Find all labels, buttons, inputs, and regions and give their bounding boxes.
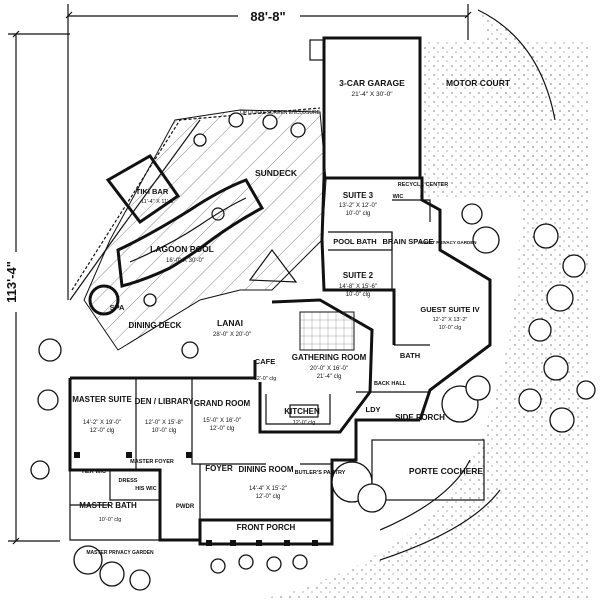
dining-room-size: 14'-4" X 15'-2"	[249, 486, 287, 492]
den-size: 12'-0" X 15'-8"	[145, 420, 183, 426]
motor-court-label: MOTOR COURT	[446, 78, 511, 88]
dining-room-clg: 12'-0" clg	[256, 494, 281, 500]
front-porch-label: FRONT PORCH	[237, 523, 296, 532]
guest-suite-label: GUEST SUITE IV	[420, 305, 479, 314]
her-wic-label: HER WIC	[82, 469, 106, 475]
master-suite-label: MASTER SUITE	[72, 395, 132, 404]
lanai-size: 28'-0" X 20'-0"	[213, 332, 251, 338]
side-porch-label: SIDE PORCH	[395, 413, 445, 422]
kitchen-label: KITCHEN	[284, 407, 320, 416]
den-label: DEN / LIBRARY	[135, 397, 194, 406]
suite3-size: 13'-2" X 12'-0"	[339, 203, 377, 209]
lagoon-pool-size: 16'-0" X 30'-0"	[166, 258, 204, 264]
grand-room-clg: 12'-0" clg	[210, 426, 235, 432]
lagoon-pool	[116, 178, 265, 288]
sundeck-label: SUNDECK	[255, 168, 298, 178]
spa	[88, 284, 120, 316]
gathering-label: GATHERING ROOM	[292, 353, 367, 362]
master-suite-clg: 12'-0" clg	[90, 428, 115, 434]
cafe-label: CAFE	[255, 357, 275, 366]
suite2-clg: 10'-0" clg	[346, 292, 371, 298]
lagoon-pool-label: LAGOON POOL	[150, 244, 214, 254]
garage-walls	[322, 36, 422, 180]
bath-label: BATH	[400, 351, 420, 360]
kitchen-island	[289, 404, 319, 418]
master-bath-label: MASTER BATH	[79, 501, 137, 510]
wic3-label: WIC	[393, 194, 404, 200]
garage-size: 21'-4" X 30'-0"	[351, 91, 393, 98]
den-clg: 10'-0" clg	[152, 428, 177, 434]
suite3-clg: 10'-0" clg	[346, 211, 371, 217]
pool-bath-label: POOL BATH	[333, 237, 376, 246]
landscape-trees	[30, 112, 596, 591]
suite3-label: SUITE 3	[343, 191, 374, 200]
gathering-clg: 21'-4" clg	[317, 374, 342, 380]
master-bath-clg: 10'-0" clg	[99, 517, 122, 523]
width-label: 88'-8"	[250, 9, 285, 24]
dress-label: DRESS	[119, 478, 138, 484]
spa-label: SPA	[110, 303, 125, 312]
recycle-label: RECYCLE CENTER	[398, 182, 448, 188]
guest-privacy-label: GUEST PRIVACY GARDEN	[419, 240, 476, 245]
guest-suite-clg: 10'-0" clg	[439, 325, 462, 331]
back-hall-label: BACK HALL	[374, 381, 407, 387]
room-labels: 3-CAR GARAGE 21'-4" X 30'-0" MOTOR COURT…	[72, 78, 511, 556]
guest-suite-size: 12'-2" X 13'-2"	[433, 317, 468, 323]
dining-room-label: DINING ROOM	[238, 465, 293, 474]
cafe-clg: 12'-0" clg	[254, 376, 277, 382]
grand-room-label: GRAND ROOM	[194, 399, 251, 408]
height-dimension: 113'-4"	[4, 30, 70, 545]
suite2-label: SUITE 2	[343, 271, 374, 280]
porte-cochere-label: PORTE COCHERE	[409, 466, 483, 476]
ldy-label: LDY	[366, 405, 381, 414]
brain-space-label: BRAIN SPACE	[382, 237, 433, 246]
porte-cochere-outline	[371, 439, 485, 501]
master-foyer-label: MASTER FOYER	[130, 459, 174, 465]
height-label: 113'-4"	[4, 261, 19, 303]
screen-enclosure-note: OPTIONAL SCREEN ENCLOSURE	[240, 110, 320, 116]
suite2-size: 14'-8" X 15'-6"	[339, 284, 377, 290]
master-suite-size: 14'-2" X 19'-0"	[83, 420, 121, 426]
front-porch	[198, 518, 334, 546]
his-wic-label: HIS WIC	[135, 486, 156, 492]
lanai-label: LANAI	[217, 318, 243, 328]
sundeck-area	[83, 109, 327, 351]
garage-label: 3-CAR GARAGE	[339, 78, 405, 88]
tiki-bar-label: TIKI BAR	[136, 187, 169, 196]
tiki-bar-size: 11'-4" X 11'-5"	[141, 199, 175, 205]
grand-room-size: 15'-0" X 16'-0"	[203, 418, 241, 424]
gathering-size: 20'-0" X 16'-0"	[310, 366, 348, 372]
dining-deck-label: DINING DECK	[129, 321, 182, 330]
foyer-label: FOYER	[205, 464, 233, 473]
kitchen-clg: 12'-0" clg	[293, 420, 316, 426]
tiki-bar	[105, 154, 181, 225]
pwdr-label: PWDR	[176, 504, 195, 510]
width-dimension: 88'-8"	[65, 4, 472, 25]
master-privacy-label: MASTER PRIVACY GARDEN	[86, 550, 154, 556]
butlers-label: BUTLER'S PANTRY	[295, 470, 346, 476]
